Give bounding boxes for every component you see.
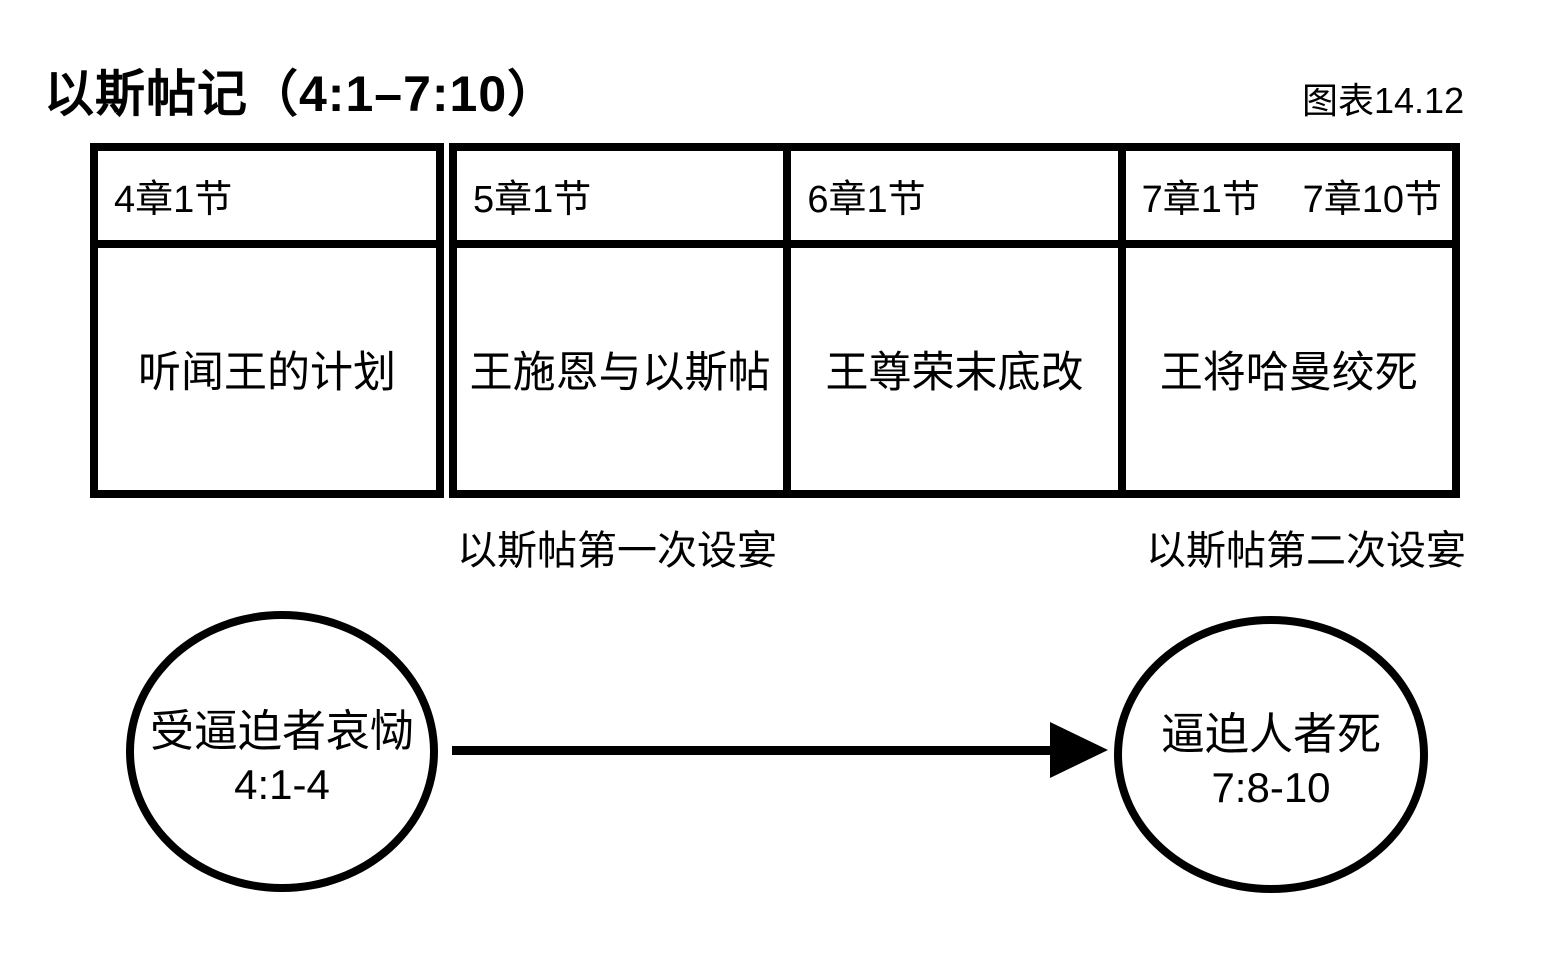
chapter-columns-5-to-7: 5章1节 王施恩与以斯帖 6章1节 王尊荣末底改 7章1节 7章10节 王将哈曼…: [449, 143, 1460, 498]
end-node-verses: 7:8-10: [1211, 763, 1331, 811]
banquet-label-first: 以斯帖第一次设宴: [457, 529, 777, 573]
start-node-text: 受逼迫者哀恸: [150, 706, 414, 756]
chapter-ref-end-label: 7章10节: [1302, 179, 1442, 221]
page-title: 以斯帖记（4:1–7:10）: [44, 66, 559, 122]
chapter-ref-header: 5章1节: [457, 151, 784, 248]
chapter-event-cell: 王尊荣末底改: [825, 350, 1084, 397]
chapter-column-6: 6章1节 王尊荣末底改: [783, 151, 1118, 490]
figure-number: 图表14.12: [1302, 80, 1465, 121]
banquet-label-second: 以斯帖第二次设宴: [1146, 529, 1466, 573]
start-node-verses: 4:1-4: [234, 760, 330, 808]
chapter-ref-start-label: 7章1节: [1141, 179, 1260, 221]
chapter-ref-label: 6章1节: [807, 179, 926, 221]
chapter-column-4: 4章1节 听闻王的计划: [90, 143, 444, 498]
chapter-ref-header: 7章1节 7章10节: [1125, 151, 1452, 248]
end-node-text: 逼迫人者死: [1161, 709, 1381, 759]
chapter-column-7: 7章1节 7章10节 王将哈曼绞死: [1117, 151, 1452, 490]
chapter-column-5: 5章1节 王施恩与以斯帖: [457, 151, 784, 490]
right-arrow-icon: [1050, 722, 1108, 778]
chapter-event-cell: 王施恩与以斯帖: [469, 350, 771, 397]
chapter-ref-label: 4章1节: [114, 179, 233, 221]
chapter-ref-label: 5章1节: [473, 179, 592, 221]
flow-arrow-shaft: [452, 746, 1052, 755]
start-node: 受逼迫者哀恸 4:1-4: [126, 611, 438, 892]
end-node: 逼迫人者死 7:8-10: [1114, 616, 1428, 893]
chapter-ref-header: 6章1节: [791, 151, 1118, 248]
chapter-event-cell: 听闻王的计划: [138, 350, 396, 397]
chapter-event-cell: 王将哈曼绞死: [1159, 350, 1418, 397]
chapter-ref-header: 4章1节: [98, 151, 436, 248]
chapter-table: 4章1节 听闻王的计划 5章1节 王施恩与以斯帖 6章1节 王尊荣末底改 7章1…: [90, 143, 1460, 498]
